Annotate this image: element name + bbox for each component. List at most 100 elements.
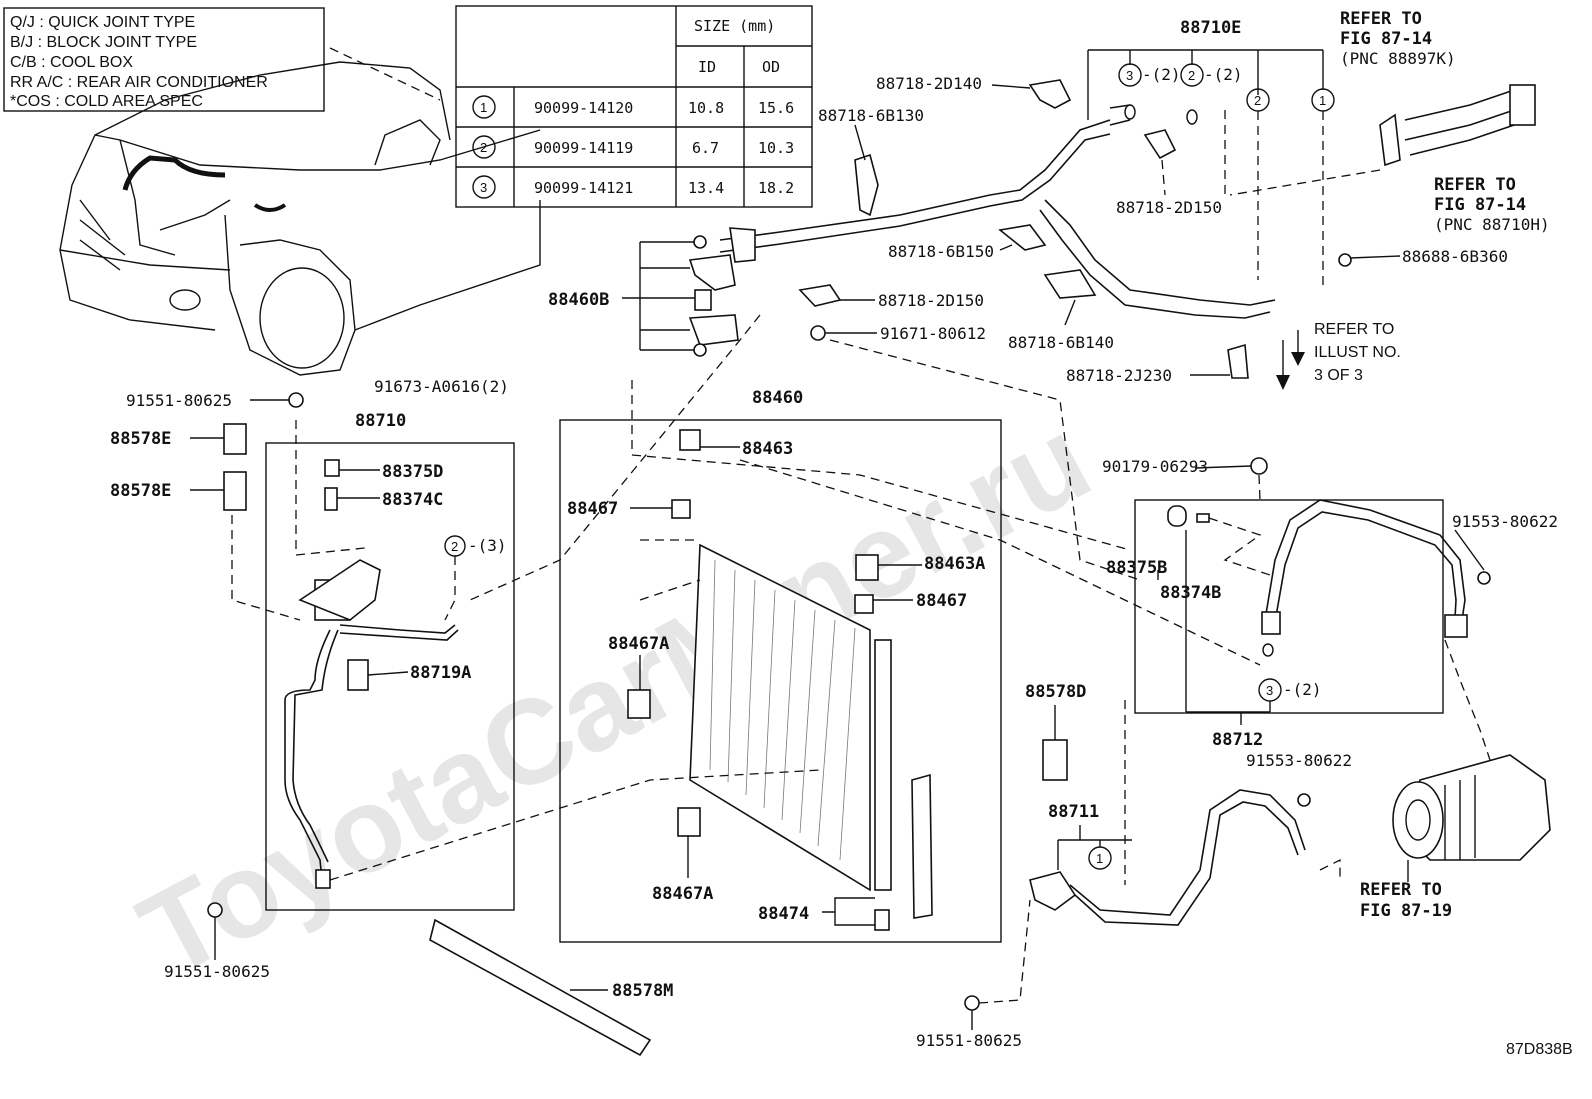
label-88467-a: 88467	[567, 499, 618, 519]
label-88712: 88712	[1212, 730, 1263, 750]
bolt-91551-80625-b	[207, 902, 223, 918]
refer-a-line2: FIG 87-14	[1340, 29, 1432, 49]
clamp-88718-2D140	[1028, 79, 1072, 109]
row3-part: 90099-14121	[534, 179, 633, 197]
row1-ref: 1	[480, 100, 487, 115]
refer-fig87-14-b: REFER TO FIG 87-14 (PNC 88710H)	[1434, 175, 1550, 234]
col-od: OD	[762, 58, 780, 76]
bolt-91553-80622-b	[1297, 793, 1311, 807]
group-88460	[559, 419, 1002, 943]
label-88578M: 88578M	[612, 981, 673, 1001]
refer-c-line2: ILLUST NO.	[1314, 344, 1401, 361]
refer-illust-3: REFER TO ILLUST NO. 3 OF 3	[1314, 321, 1401, 384]
label-91553-80622-a: 91553-80622	[1452, 512, 1558, 531]
refer-fig87-14-a: REFER TO FIG 87-14 (PNC 88897K)	[1340, 9, 1456, 68]
row1-id: 10.8	[688, 99, 724, 117]
clamp-88718-6B140	[1043, 269, 1097, 299]
vehicle-sketch	[59, 47, 541, 376]
label-88467A-b: 88467A	[652, 884, 713, 904]
refer-b-line2: FIG 87-14	[1434, 195, 1526, 215]
refer-c-line1: REFER TO	[1314, 321, 1394, 338]
label-90179-06293: 90179-06293	[1102, 457, 1208, 476]
label-88460B: 88460B	[548, 290, 609, 310]
label-88374C: 88374C	[382, 490, 443, 510]
group-88712	[1134, 457, 1491, 725]
diagram-code: 87D838B	[1506, 1041, 1573, 1058]
row1-part: 90099-14120	[534, 99, 633, 117]
bolt-91553-80622-a	[1477, 571, 1491, 585]
label-88718-2D150-b: 88718-2D150	[878, 291, 984, 310]
label-88718-6B130: 88718-6B130	[818, 106, 924, 125]
label-91551-80625-b: 91551-80625	[164, 962, 270, 981]
top-pipe-group	[719, 79, 1536, 379]
label-88474: 88474	[758, 904, 809, 924]
ref-2-b: 2	[1254, 93, 1261, 108]
ref-3-b-qty: -(2)	[1283, 680, 1322, 699]
bolt-91551-80625-a	[288, 392, 304, 408]
label-88467A-a: 88467A	[608, 634, 669, 654]
refer-a-line3: (PNC 88897K)	[1340, 49, 1456, 68]
ref-1-b: 1	[1096, 851, 1103, 866]
clamp-88718-6B150	[998, 224, 1047, 251]
pressure-switch-88719A	[347, 659, 369, 691]
ref-2-c: 2	[451, 539, 458, 554]
label-91673-A0616: 91673-A0616(2)	[374, 377, 509, 396]
ref-3-a-qty: -(2)	[1142, 65, 1181, 84]
pad-88578E-b	[223, 471, 247, 511]
label-88578E-a: 88578E	[110, 429, 171, 449]
pad-88578E-a	[223, 423, 247, 455]
label-88375B: 88375B	[1106, 558, 1167, 578]
legend-cos: *COS : COLD AREA SPEC	[10, 93, 203, 110]
ref-circle-3	[472, 175, 496, 199]
legend-cb: C/B : COOL BOX	[10, 54, 133, 71]
size-table: SIZE (mm) ID OD 1 90099-14120 10.8 15.6 …	[455, 5, 813, 208]
legend-bj: B/J : BLOCK JOINT TYPE	[10, 34, 197, 51]
label-88578E-b: 88578E	[110, 481, 171, 501]
watermark: ToyotaCarMiner.ru	[119, 391, 1110, 1003]
label-88374B: 88374B	[1160, 583, 1221, 603]
clamp-88718-2D150-b	[798, 284, 842, 307]
refer-b-line3: (PNC 88710H)	[1434, 215, 1550, 234]
bracket-group-88460B	[622, 227, 756, 357]
group-88711	[964, 700, 1341, 1030]
row2-part: 90099-14119	[534, 139, 633, 157]
strip-88578M	[429, 918, 652, 1057]
valve-core-88374B	[1196, 513, 1210, 523]
label-88718-6B150: 88718-6B150	[888, 242, 994, 261]
ref-circle-1	[472, 95, 496, 119]
ref-1-a: 1	[1319, 93, 1326, 108]
compressor	[1392, 639, 1551, 882]
clamp-88718-2J230	[1227, 343, 1249, 379]
legend-rr-ac: RR A/C : REAR AIR CONDITIONER	[10, 74, 268, 91]
row2-od: 10.3	[758, 139, 794, 157]
cap-88375B	[1167, 505, 1187, 527]
label-88460: 88460	[752, 388, 803, 408]
refer-b-line1: REFER TO	[1434, 175, 1516, 195]
label-88463: 88463	[742, 439, 793, 459]
label-88688-6B360: 88688-6B360	[1402, 247, 1508, 266]
label-91551-80625-c: 91551-80625	[916, 1031, 1022, 1050]
condenser-core	[689, 543, 871, 892]
ref-circle-2	[472, 135, 496, 159]
legend-box: Q/J : QUICK JOINT TYPE B/J : BLOCK JOINT…	[3, 7, 325, 112]
refer-a-line1: REFER TO	[1340, 9, 1422, 29]
clamp-88718-6B130	[854, 153, 879, 217]
refer-c-line3: 3 OF 3	[1314, 367, 1363, 384]
bolt-91551-80625-c	[964, 995, 980, 1011]
label-88719A: 88719A	[410, 663, 471, 683]
receiver-tank	[874, 639, 892, 891]
clamp-88718-2D150-a	[1143, 129, 1177, 160]
row3-ref: 3	[480, 180, 487, 195]
refer-fig87-19: REFER TO FIG 87-19	[1360, 880, 1452, 921]
label-88463A: 88463A	[924, 554, 985, 574]
nut-90179-06293	[1250, 457, 1268, 475]
label-91551-80625-a: 91551-80625	[126, 391, 232, 410]
label-91671-80612: 91671-80612	[880, 324, 986, 343]
size-header: SIZE (mm)	[694, 17, 775, 35]
bolt-88688-6B360	[1338, 253, 1352, 267]
legend-qj: Q/J : QUICK JOINT TYPE	[10, 14, 195, 31]
ref-2-a-qty: -(2)	[1204, 65, 1243, 84]
desiccant-88474	[911, 773, 933, 919]
label-88718-6B140: 88718-6B140	[1008, 333, 1114, 352]
